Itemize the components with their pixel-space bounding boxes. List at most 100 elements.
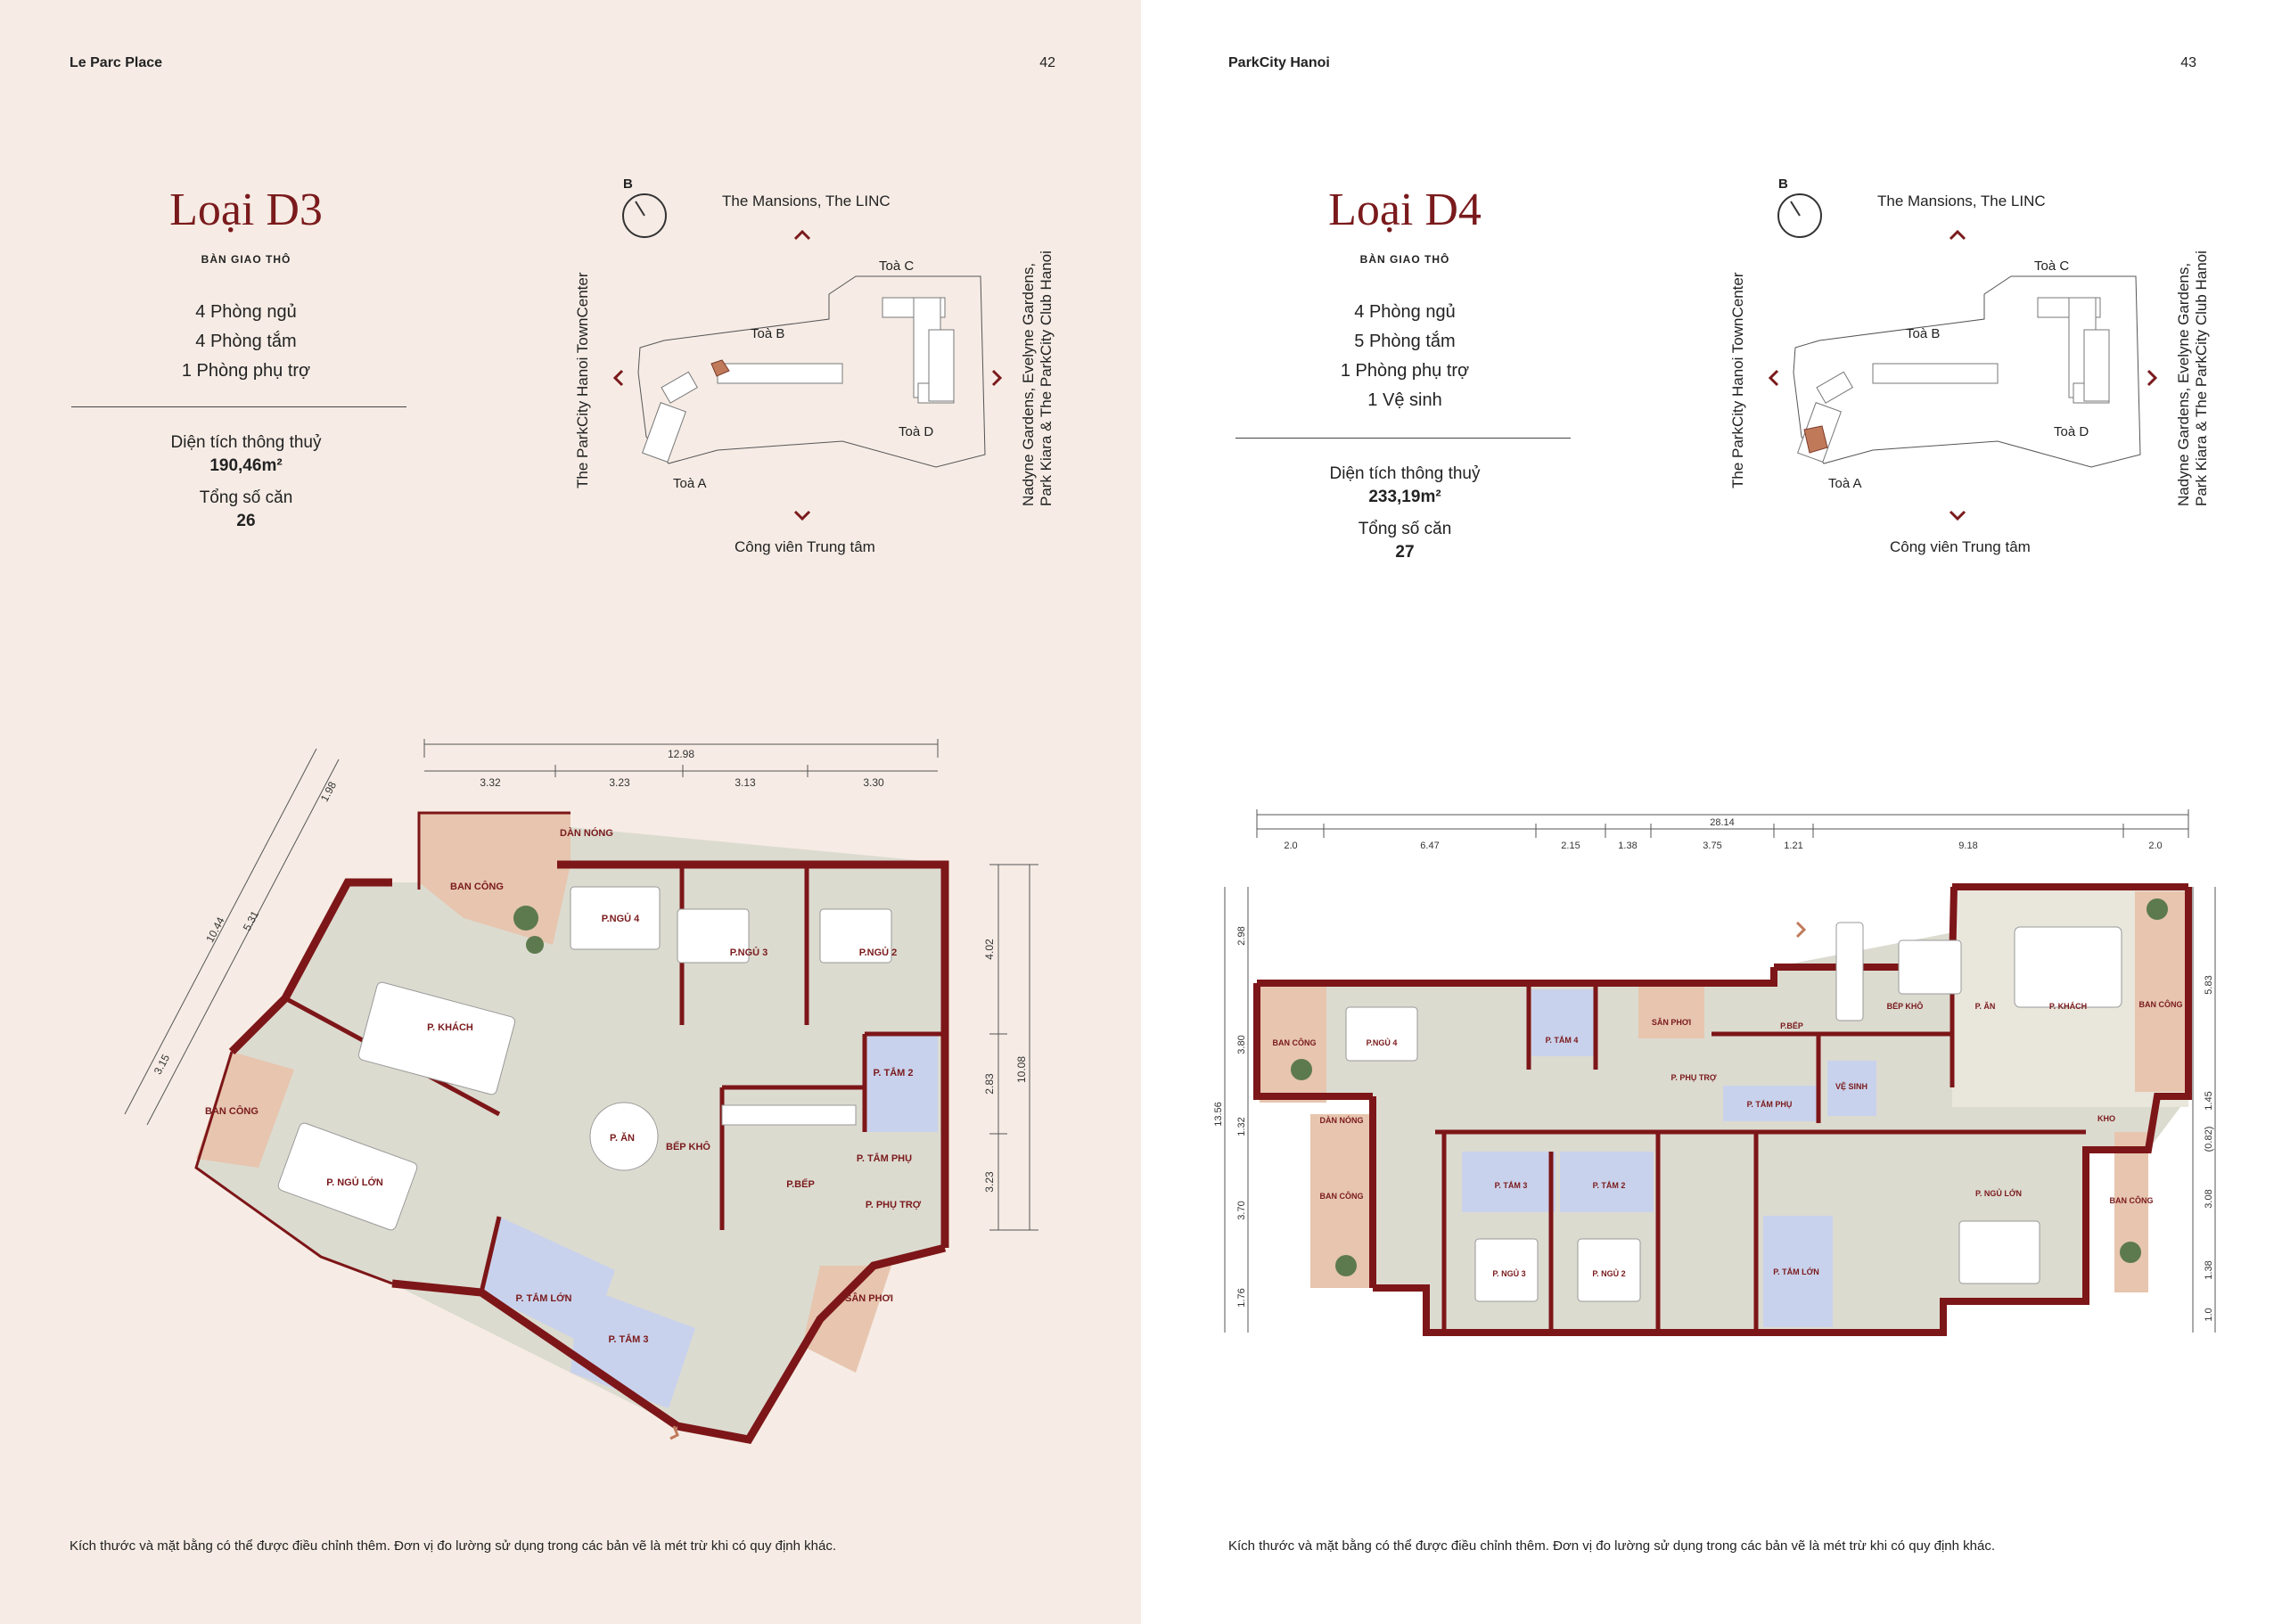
dim-left-5: 1.76	[1236, 1288, 1247, 1307]
room-bath-3: P. TẮM 3	[608, 1333, 648, 1345]
left-header: Le Parc Place	[70, 55, 163, 70]
toa-b-label: Toà B	[1906, 326, 1941, 341]
dim-top-5: 3.75	[1703, 841, 1721, 851]
dim-top-8: 2.0	[2148, 841, 2162, 851]
room-bath-2: P. TẮM 2	[1593, 1181, 1626, 1190]
area-label: Diện tích thông thuỷ	[170, 433, 322, 452]
room-balcony-1: BAN CÔNG	[1273, 1038, 1317, 1047]
dim-right-3: (0.82)	[2204, 1127, 2214, 1152]
dim-right-2: 2.83	[983, 1073, 996, 1095]
room-bath-aux: P. TẮM PHỤ	[857, 1152, 912, 1164]
room-bath-aux: P. TẮM PHỤ	[1747, 1100, 1793, 1109]
map-east-label-1: Nadyne Gardens, Evelyne Gardens,	[2175, 262, 2192, 506]
room-bed-4: P.NGỦ 4	[1367, 1038, 1398, 1047]
right-site-plan	[1768, 193, 2158, 521]
room-bath-4: P. TẮM 4	[1546, 1036, 1579, 1045]
dim-right-1: 5.83	[2204, 975, 2214, 994]
feature-bedrooms: 4 Phòng ngủ	[1354, 302, 1456, 322]
map-north-label: The Mansions, The LINC	[1877, 193, 2046, 209]
dim-right-1: 4.02	[983, 939, 996, 960]
dim-top-4: 3.30	[863, 776, 884, 789]
dim-top-total: 12.98	[668, 748, 694, 760]
room-dining: P. ĂN	[610, 1132, 635, 1144]
room-aux: P. PHỤ TRỢ	[1670, 1073, 1716, 1082]
left-handover-label: BÀN GIAO THÔ	[201, 253, 291, 266]
dim-top-1: 3.32	[480, 776, 501, 789]
area-value: 190,46m²	[209, 456, 283, 475]
north-arrow-icon	[1949, 229, 1966, 241]
entrance-icon	[1795, 921, 1807, 939]
east-arrow-icon	[991, 369, 1003, 387]
room-aux: P. PHỤ TRỢ	[866, 1200, 922, 1210]
room-balcony-1: BAN CÔNG	[450, 881, 504, 892]
room-condenser: DÀN NÓNG	[560, 827, 613, 839]
dim-top-6: 1.21	[1784, 841, 1802, 851]
map-south-label: Công viên Trung tâm	[1890, 538, 2031, 555]
left-divider	[71, 406, 406, 407]
north-arrow-icon	[793, 229, 811, 241]
left-unit-title: Loại D3	[169, 185, 323, 235]
room-master-bed: P. NGỦ LỚN	[1975, 1188, 2022, 1198]
area-label: Diện tích thông thuỷ	[1329, 464, 1481, 483]
count-label: Tổng số căn	[199, 488, 293, 507]
east-arrow-icon	[2147, 369, 2158, 387]
right-footnote: Kích thước và mặt bằng có thể được điều …	[1228, 1538, 1995, 1554]
right-unit-title: Loại D4	[1328, 185, 1482, 235]
dim-left-3: 1.98	[318, 779, 339, 803]
map-east-label-2: Park Kiara & The ParkCity Club Hanoi	[1038, 250, 1055, 506]
right-divider	[1235, 438, 1571, 439]
right-page: ParkCity Hanoi 43 Loại D4 BÀN GIAO THÔ 4…	[1141, 0, 2282, 1624]
room-master-bed: P. NGỦ LỚN	[326, 1177, 383, 1188]
room-bed-2: P.NGỦ 2	[859, 947, 898, 958]
room-dining: P. ĂN	[1975, 1002, 1996, 1011]
room-balcony-4: BAN CÔNG	[2110, 1195, 2154, 1205]
dim-right-3: 3.23	[983, 1171, 996, 1193]
room-balcony-3: BAN CÔNG	[1320, 1191, 1364, 1201]
room-drying-yard: SÂN PHƠI	[1652, 1017, 1691, 1027]
dim-left-2: 3.80	[1236, 1035, 1247, 1054]
floor-plan-d4: 28.14 2.0 6.47 2.15 1.38 3.75 1.21 9.18 …	[1213, 809, 2216, 1336]
floor-plan-d3: 12.98 3.32 3.23 3.13 3.30 4.02 2.83 3.23…	[124, 739, 1038, 1445]
left-location-map: B The Mansions, The LINC Công viên Trung…	[562, 169, 1061, 570]
toa-c-label: Toà C	[879, 258, 915, 274]
dim-top-2: 3.23	[609, 776, 630, 789]
toa-a-label: Toà A	[673, 476, 707, 491]
toa-d-label: Toà D	[2054, 424, 2089, 439]
compass-icon	[1777, 193, 1822, 238]
dim-right-5: 1.38	[2204, 1260, 2214, 1279]
dim-left-4: 3.15	[152, 1052, 172, 1076]
dim-right-6: 1.0	[2204, 1308, 2214, 1321]
right-feature-list: 4 Phòng ngủ 5 Phòng tắm 1 Phòng phụ trợ …	[1227, 298, 1583, 415]
room-dry-kitchen: BẾP KHÔ	[666, 1141, 710, 1152]
toa-b-label: Toà B	[751, 326, 785, 341]
right-location-map: B The Mansions, The LINC Công viên Trung…	[1717, 169, 2216, 570]
west-arrow-icon	[1768, 369, 1779, 387]
unit-highlight-marker	[1803, 425, 1828, 454]
map-west-label: The ParkCity Hanoi TownCenter	[1729, 272, 1746, 488]
left-footnote: Kích thước và mặt bằng có thể được điều …	[70, 1538, 836, 1554]
compass-label: B	[623, 176, 633, 192]
room-living: P. KHÁCH	[427, 1021, 473, 1033]
dim-top-2: 6.47	[1420, 841, 1439, 851]
room-bed-3: P. NGỦ 3	[1492, 1268, 1525, 1278]
toa-d-label: Toà D	[899, 424, 934, 439]
count-value: 27	[1395, 543, 1415, 562]
room-bed-3: P.NGỦ 3	[730, 947, 768, 958]
feature-aux-room: 1 Phòng phụ trợ	[181, 361, 311, 381]
room-kitchen: P.BẾP	[1780, 1021, 1803, 1030]
room-storage: KHO	[2097, 1114, 2115, 1123]
room-bed-4: P.NGỦ 4	[602, 913, 640, 924]
right-page-number: 43	[2180, 55, 2196, 70]
right-area-block: Diện tích thông thuỷ 233,19m² Tổng số că…	[1227, 463, 1583, 564]
toa-c-label: Toà C	[2034, 258, 2070, 274]
count-value: 26	[236, 512, 256, 530]
right-header: ParkCity Hanoi	[1228, 55, 1330, 70]
map-south-label: Công viên Trung tâm	[735, 538, 875, 555]
left-feature-list: 4 Phòng ngủ 4 Phòng tắm 1 Phòng phụ trợ	[68, 298, 424, 386]
dim-left-3: 1.32	[1236, 1117, 1247, 1136]
left-site-plan	[612, 193, 1003, 521]
dim-top-4: 1.38	[1618, 841, 1637, 851]
feature-bathrooms: 4 Phòng tắm	[195, 332, 297, 351]
dim-right-2: 1.45	[2204, 1091, 2214, 1110]
dim-right-total: 10.08	[1015, 1056, 1028, 1083]
